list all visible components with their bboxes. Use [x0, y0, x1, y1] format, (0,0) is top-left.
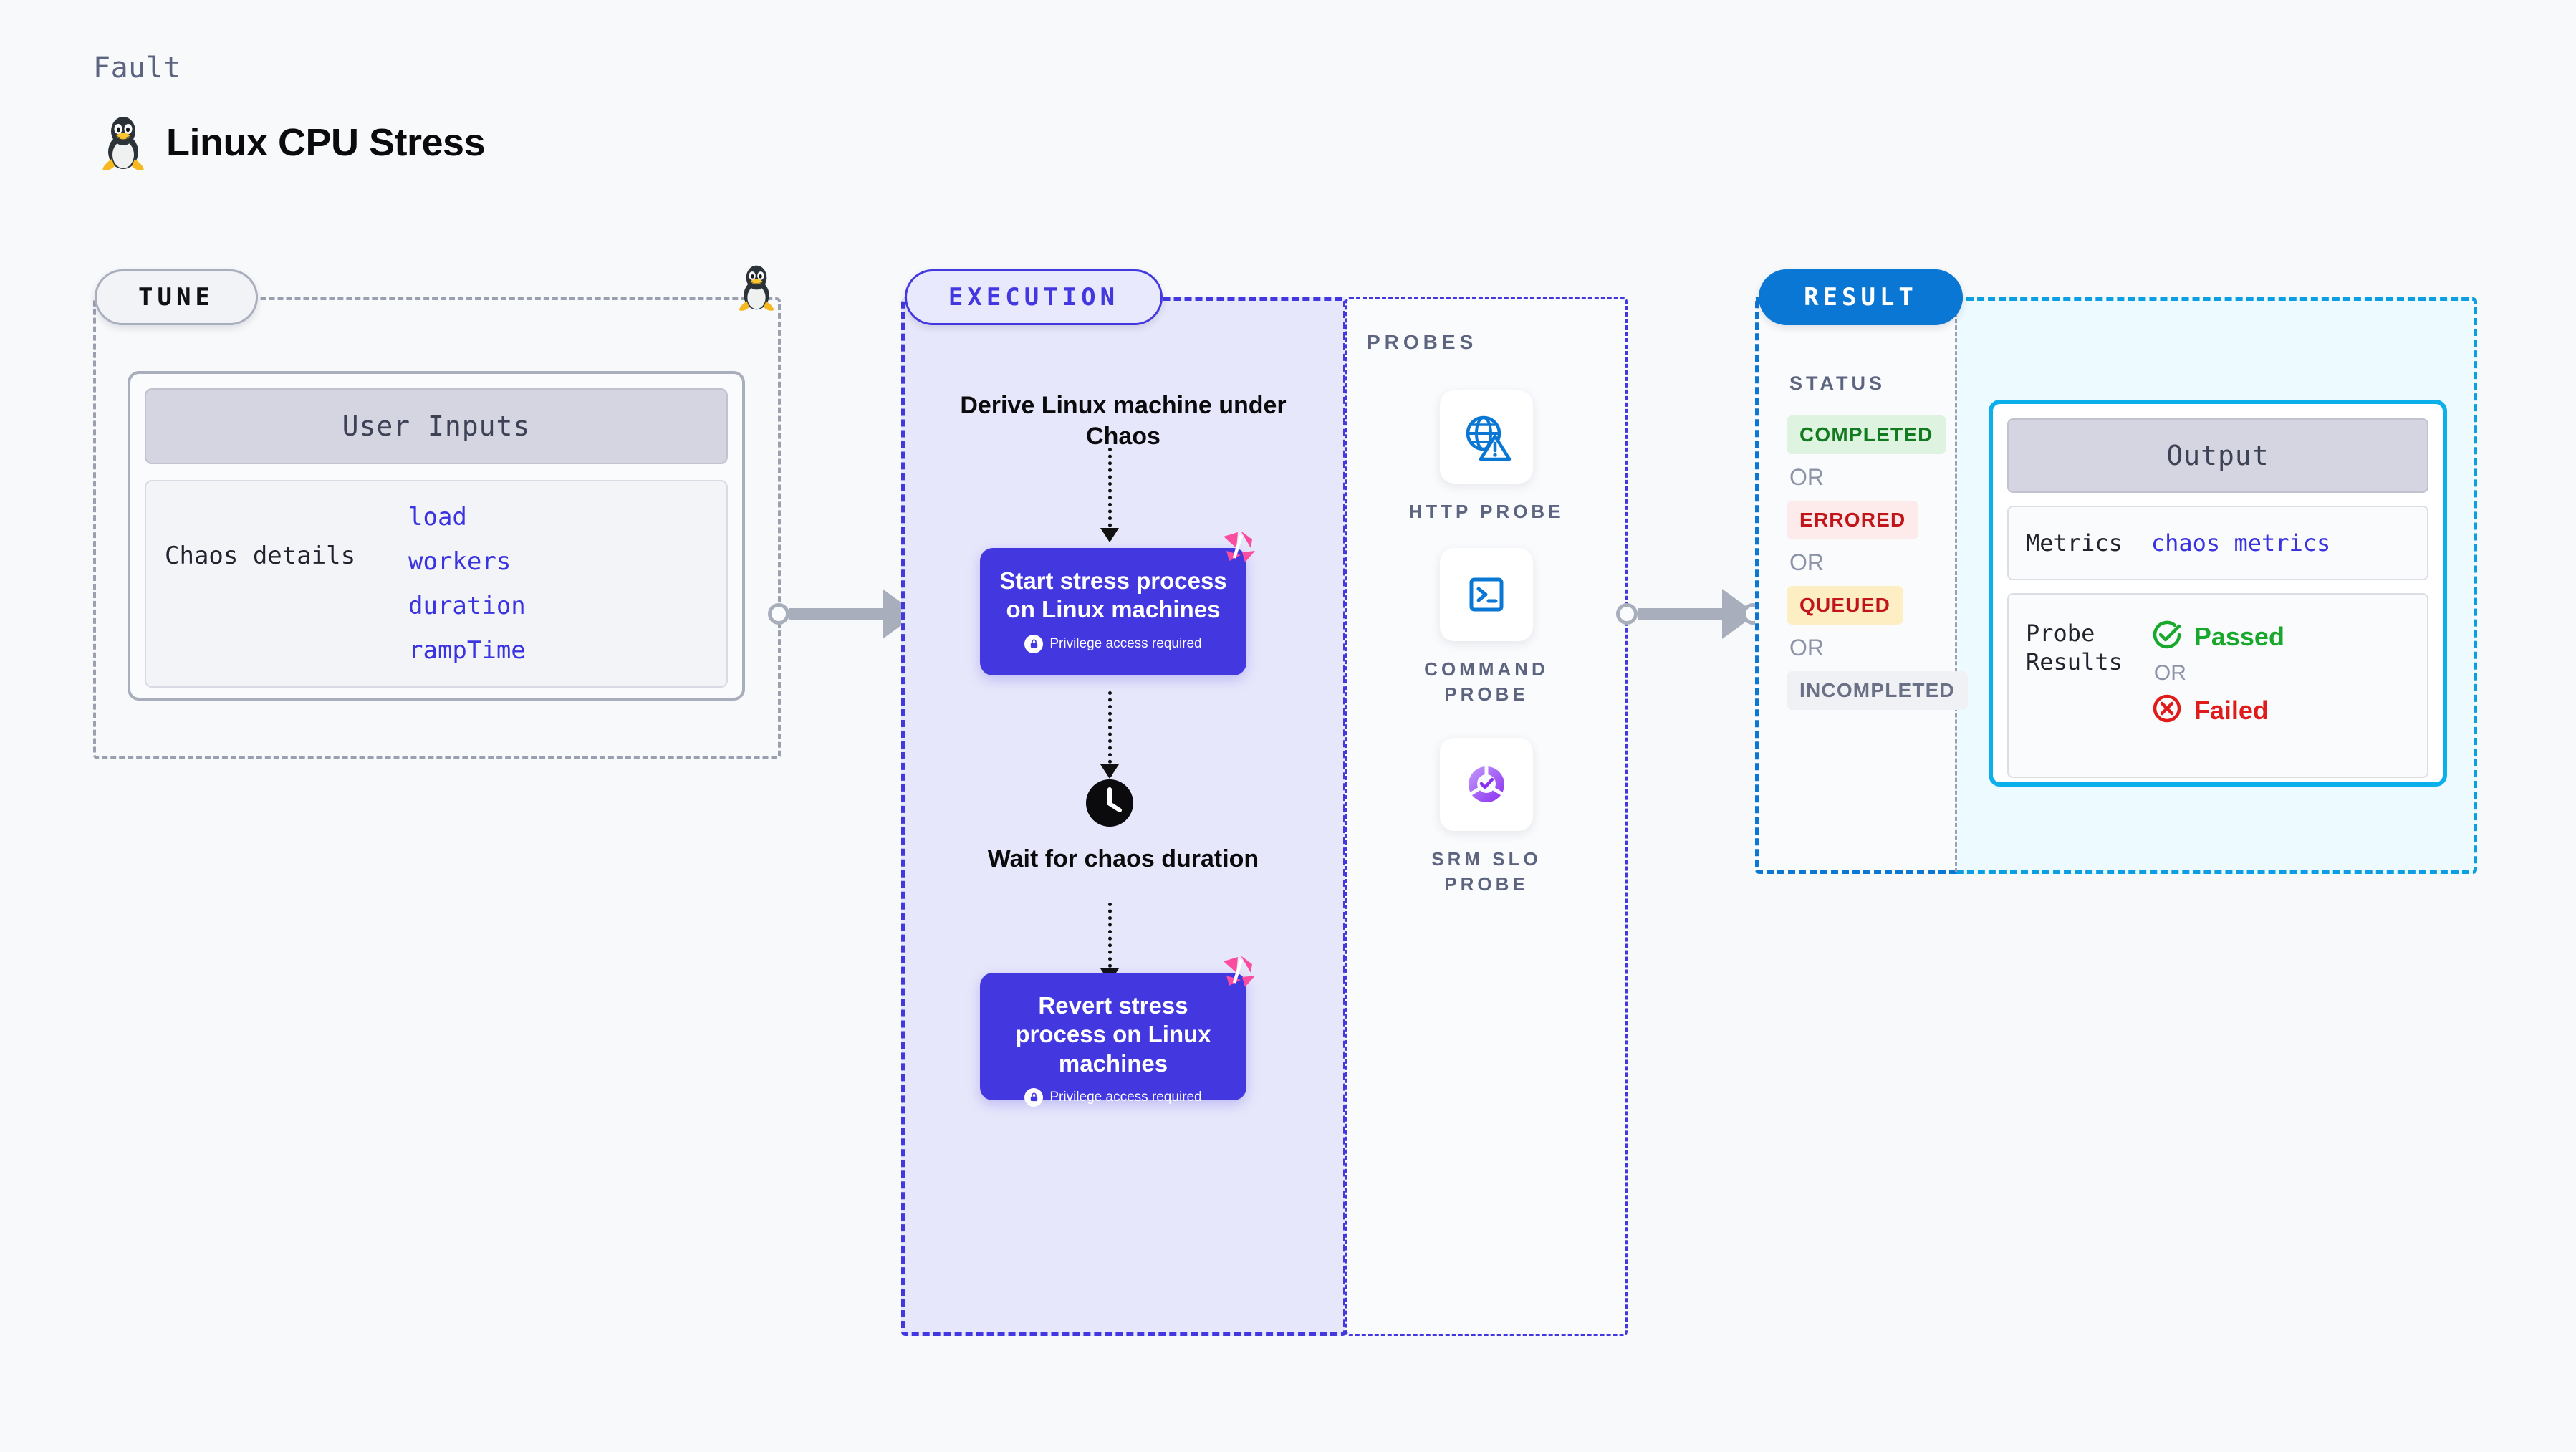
status-badge-queued: QUEUED	[1787, 586, 1903, 625]
status-or-1: OR	[1789, 464, 1824, 490]
tune-section-frame	[93, 297, 781, 759]
chaos-field-load[interactable]: load	[408, 503, 467, 532]
flow-arrow-1	[1100, 448, 1119, 542]
execution-card-title: Start stress process on Linux machines	[999, 567, 1227, 623]
probe-result-passed: Passed	[2151, 619, 2284, 654]
flow-arrow-2	[1100, 691, 1119, 779]
output-card: Output Metrics chaos metrics Probe Resul…	[1989, 400, 2447, 787]
status-list: COMPLETED OR ERRORED OR QUEUED OR INCOMP…	[1787, 415, 1968, 710]
privilege-note-text: Privilege access required	[1049, 1089, 1202, 1105]
connector-start-dot	[768, 603, 789, 625]
probe-item-srm-slo[interactable]: SRM SLO PROBE	[1400, 738, 1572, 897]
connector-shaft	[1638, 608, 1722, 620]
linux-tux-icon	[100, 115, 146, 170]
linux-tux-icon	[737, 264, 776, 311]
status-or-3: OR	[1789, 635, 1824, 660]
metrics-value[interactable]: chaos metrics	[2150, 529, 2331, 557]
privilege-note-text: Privilege access required	[1049, 635, 1202, 651]
privilege-note: Privilege access required	[996, 1087, 1231, 1107]
metrics-row: Metrics chaos metrics	[2007, 506, 2428, 580]
probe-results-values: Passed OR Failed	[2151, 619, 2284, 728]
probe-result-passed-label: Passed	[2193, 621, 2284, 651]
probe-result-or: OR	[2153, 661, 2186, 685]
probe-caption: SRM SLO PROBE	[1431, 848, 1542, 895]
status-badge-errored: ERRORED	[1787, 501, 1919, 539]
execution-step-derive: Derive Linux machine under Chaos	[960, 392, 1287, 450]
lock-icon	[1024, 1087, 1044, 1107]
result-badge[interactable]: RESULT	[1759, 269, 1963, 325]
probe-caption: COMMAND PROBE	[1424, 658, 1549, 706]
chaos-field-list: load workers duration rampTime	[408, 503, 526, 665]
page-title-row: Linux CPU Stress	[100, 115, 486, 170]
harness-logo-icon	[1219, 529, 1256, 570]
page-eyebrow: Fault	[93, 52, 181, 85]
privilege-note: Privilege access required	[996, 634, 1231, 653]
x-circle-icon	[2151, 693, 2183, 728]
probe-caption: HTTP PROBE	[1408, 501, 1565, 522]
connector-execution-to-result	[1616, 589, 1764, 639]
slo-check-donut-icon	[1440, 738, 1533, 831]
user-inputs-body: Chaos details load workers duration ramp…	[145, 480, 728, 688]
execution-step-wait: Wait for chaos duration	[987, 845, 1259, 872]
probe-item-command[interactable]: COMMAND PROBE	[1400, 548, 1572, 707]
lock-icon	[1024, 634, 1044, 653]
chaos-field-workers[interactable]: workers	[408, 547, 511, 576]
execution-card-start-stress[interactable]: Start stress process on Linux machines P…	[980, 531, 1255, 675]
connector-shaft	[789, 608, 883, 620]
result-output-divider	[1955, 299, 1957, 872]
metrics-label: Metrics	[2026, 529, 2123, 557]
probe-results-row: Probe Results Passed OR	[2007, 593, 2428, 778]
chaos-field-ramptime[interactable]: rampTime	[408, 636, 526, 665]
execution-card-title: Revert stress process on Linux machines	[1015, 992, 1211, 1077]
probes-label: PROBES	[1367, 331, 1478, 353]
terminal-prompt-icon	[1440, 548, 1533, 641]
tune-badge[interactable]: TUNE	[95, 269, 258, 325]
execution-card-revert-stress[interactable]: Revert stress process on Linux machines …	[980, 956, 1255, 1107]
chaos-details-label: Chaos details	[165, 542, 356, 570]
status-or-2: OR	[1789, 549, 1824, 575]
connector-start-dot	[1616, 603, 1638, 625]
probe-result-failed: Failed	[2151, 693, 2284, 728]
globe-warning-icon	[1440, 390, 1533, 484]
probe-result-failed-label: Failed	[2193, 695, 2269, 725]
harness-logo-icon	[1219, 954, 1256, 995]
flow-arrow-3	[1100, 903, 1119, 983]
status-badge-incompleted: INCOMPLETED	[1787, 671, 1968, 710]
execution-badge[interactable]: EXECUTION	[905, 269, 1163, 325]
clock-icon	[1084, 777, 1135, 829]
check-circle-icon	[2151, 619, 2183, 654]
result-section-frame	[1755, 297, 1956, 874]
status-label: STATUS	[1789, 372, 1885, 394]
probe-item-http[interactable]: HTTP PROBE	[1400, 390, 1572, 524]
page-title: Linux CPU Stress	[166, 121, 486, 164]
user-inputs-card: User Inputs Chaos details load workers d…	[128, 371, 745, 701]
status-badge-completed: COMPLETED	[1787, 415, 1946, 454]
output-header: Output	[2007, 418, 2428, 493]
user-inputs-header: User Inputs	[145, 388, 728, 464]
probe-results-label: Probe Results	[2026, 620, 2123, 675]
chaos-field-duration[interactable]: duration	[408, 592, 526, 620]
